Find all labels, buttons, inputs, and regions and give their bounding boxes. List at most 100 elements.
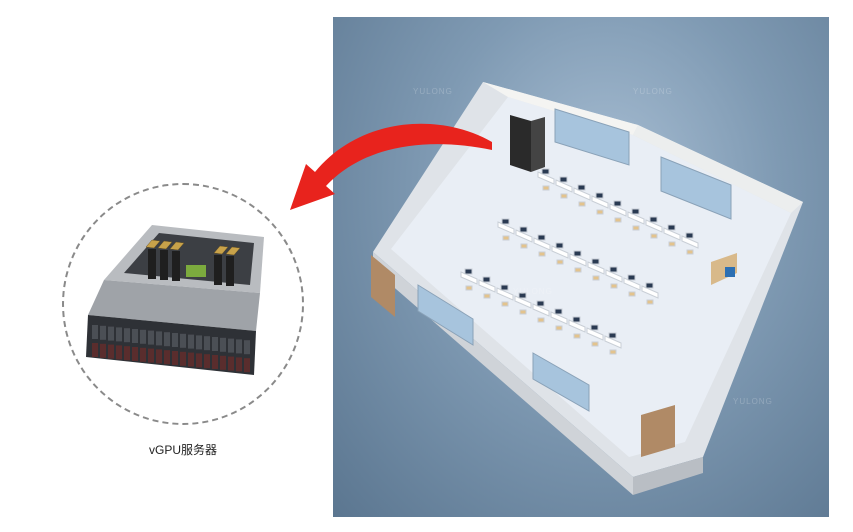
drive-bay [92,343,98,357]
chair [501,301,509,307]
desk [514,295,532,309]
drive-bay [164,350,170,365]
desk [496,287,514,301]
chair [578,201,586,207]
room-3d-icon [371,82,803,495]
chair [542,185,550,191]
chair [555,325,563,331]
drive-bay [220,337,226,352]
drive-bay [164,332,170,347]
drive-bay [132,329,138,343]
chair [560,193,568,199]
drive-bay [132,347,138,361]
desk [627,211,645,225]
drive-bay [140,347,146,362]
monitor [609,266,618,273]
desk [569,253,587,267]
drive-bay [204,336,210,351]
drive-bay [188,352,194,367]
monitor [613,200,622,207]
drive-bay [220,355,226,370]
desk [478,279,496,293]
drive-bay [100,325,106,340]
desk [555,179,573,193]
server-image-frame [62,183,304,425]
watermark-text: YULONG [413,87,453,96]
chair [483,293,491,299]
desk [591,195,609,209]
drive-bay [180,333,186,348]
drive-bay [212,355,218,369]
drive-bay [156,349,162,364]
chair [646,299,654,305]
server-caption: vGPU服务器 [148,443,217,457]
desk [532,303,550,317]
chair [465,285,473,291]
drive-bay [244,358,250,373]
drive-bay [100,343,106,358]
chair [592,275,600,281]
drive-bay [196,353,202,368]
desk [587,261,605,275]
drive-bay [196,335,202,350]
monitor [649,216,658,223]
chair [573,333,581,339]
monitor [631,208,640,215]
monitor [627,274,636,281]
drive-bay [180,351,186,366]
chair [519,309,527,315]
drive-bay [108,326,114,341]
desk [645,219,663,233]
monitor [519,226,528,233]
desk [551,245,569,259]
chair [502,235,510,241]
chair [632,225,640,231]
chair [614,217,622,223]
chair [609,349,617,355]
monitor [590,324,599,331]
drive-bay [244,340,250,355]
drive-bay [228,356,234,371]
monitor [577,184,586,191]
drive-bay [172,333,178,347]
chair [574,267,582,273]
desk [568,319,586,333]
desk [586,327,604,341]
monitor [541,168,550,175]
monitor [591,258,600,265]
monitor [482,276,491,283]
chair [686,249,694,255]
monitor [518,292,527,299]
drive-bay [236,357,242,372]
monitor [572,316,581,323]
drive-bay [124,346,130,361]
monitor [537,234,546,241]
desk [605,269,623,283]
monitor [559,176,568,183]
desk [663,227,681,241]
monitor [536,300,545,307]
monitor [608,332,617,339]
drive-bay [236,339,242,354]
desk [681,235,699,249]
drive-bay [148,330,154,345]
monitor [667,224,676,231]
desk [460,271,478,285]
gpu-server-icon [86,225,264,375]
chair [520,243,528,249]
desk [537,171,555,185]
drive-bay [116,345,122,360]
chair [650,233,658,239]
watermark-text: YULONG [733,397,773,406]
monitor [464,268,473,275]
watermark-text: YULONG [633,87,673,96]
monitor [573,250,582,257]
drive-bay [116,327,122,342]
monitor [645,282,654,289]
drive-bay [140,329,146,344]
monitor [595,192,604,199]
desk [609,203,627,217]
drive-bay [92,325,98,339]
desk [573,187,591,201]
monitor [554,308,563,315]
